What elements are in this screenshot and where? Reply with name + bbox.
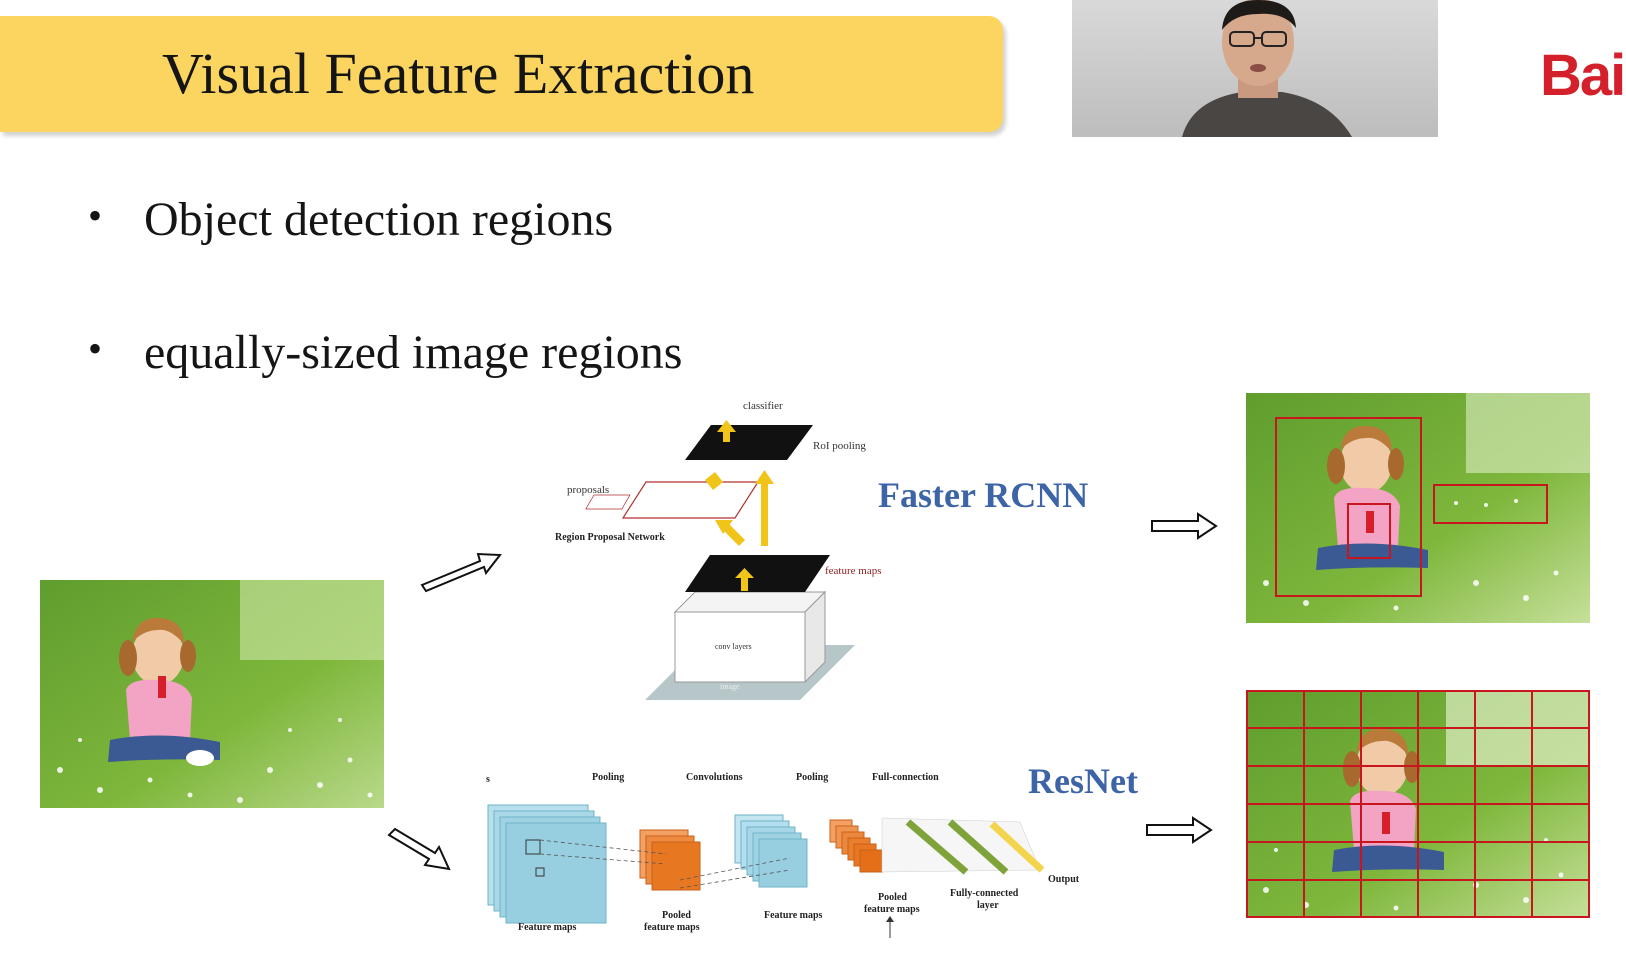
convolutions-label: Convolutions [686, 772, 743, 783]
feature-maps-label: feature maps [825, 565, 882, 577]
bullet-text: equally-sized image regions [144, 326, 683, 379]
pooling-label-2: Pooling [796, 772, 829, 783]
arrow-right-outline-icon [1151, 512, 1218, 540]
faster-rcnn-diagram: classifier RoI pooling proposals Region … [555, 400, 905, 705]
roi-pooling-label: RoI pooling [813, 440, 866, 452]
proposals-label: proposals [567, 484, 610, 496]
pooled-label-1a: Pooled [662, 910, 691, 921]
arrow-diagonal-down-icon [387, 827, 451, 871]
fc-label-a: Fully-connected [950, 888, 1019, 899]
faster-rcnn-label: Faster RCNN [878, 475, 1089, 515]
cnn-architecture [487, 804, 1045, 938]
presenter-video-frame [1072, 0, 1438, 137]
pooled-label-2a: Pooled [878, 892, 907, 903]
bullet-item: • Object detection regions [88, 192, 613, 247]
title-banner [0, 16, 1003, 132]
feature-maps-label-1: Feature maps [518, 922, 577, 933]
bullet-dot-icon: • [88, 193, 103, 238]
conv-layers-label: conv layers [715, 642, 752, 651]
pooled-label-2b: feature maps [864, 904, 920, 915]
feature-maps-label-2: Feature maps [764, 910, 823, 921]
bullet-item: • equally-sized image regions [88, 325, 682, 380]
output-label: Output [1048, 874, 1080, 885]
presenter-webcam [1072, 0, 1438, 137]
pooling-label-1: Pooling [592, 772, 625, 783]
arrow-right-outline-icon [1146, 816, 1213, 844]
girl-with-detection-boxes [1246, 393, 1590, 623]
classifier-label: classifier [743, 400, 783, 412]
brand-logo-text: Bai [1540, 43, 1626, 108]
faster-rcnn-architecture [585, 420, 855, 700]
stage-partial-label: s [486, 774, 490, 785]
resnet-diagram: s Pooling Convolutions Pooling Full-conn… [480, 770, 1100, 960]
resnet-label: ResNet [1028, 761, 1138, 801]
detection-regions-image [1246, 393, 1590, 623]
fc-label-b: layer [977, 900, 999, 911]
source-image [40, 580, 384, 808]
girl-on-grass-photo [40, 580, 384, 808]
arrow-diagonal-up-icon [420, 552, 502, 593]
grid-regions-image [1246, 690, 1590, 918]
full-connection-label: Full-connection [872, 772, 939, 783]
pooled-label-1b: feature maps [644, 922, 700, 933]
bullet-text: Object detection regions [144, 193, 614, 246]
girl-with-grid-overlay [1246, 690, 1590, 918]
rpn-label: Region Proposal Network [555, 532, 665, 543]
image-label: image [720, 682, 740, 691]
bullet-dot-icon: • [88, 326, 103, 371]
slide-title: Visual Feature Extraction [162, 41, 755, 106]
